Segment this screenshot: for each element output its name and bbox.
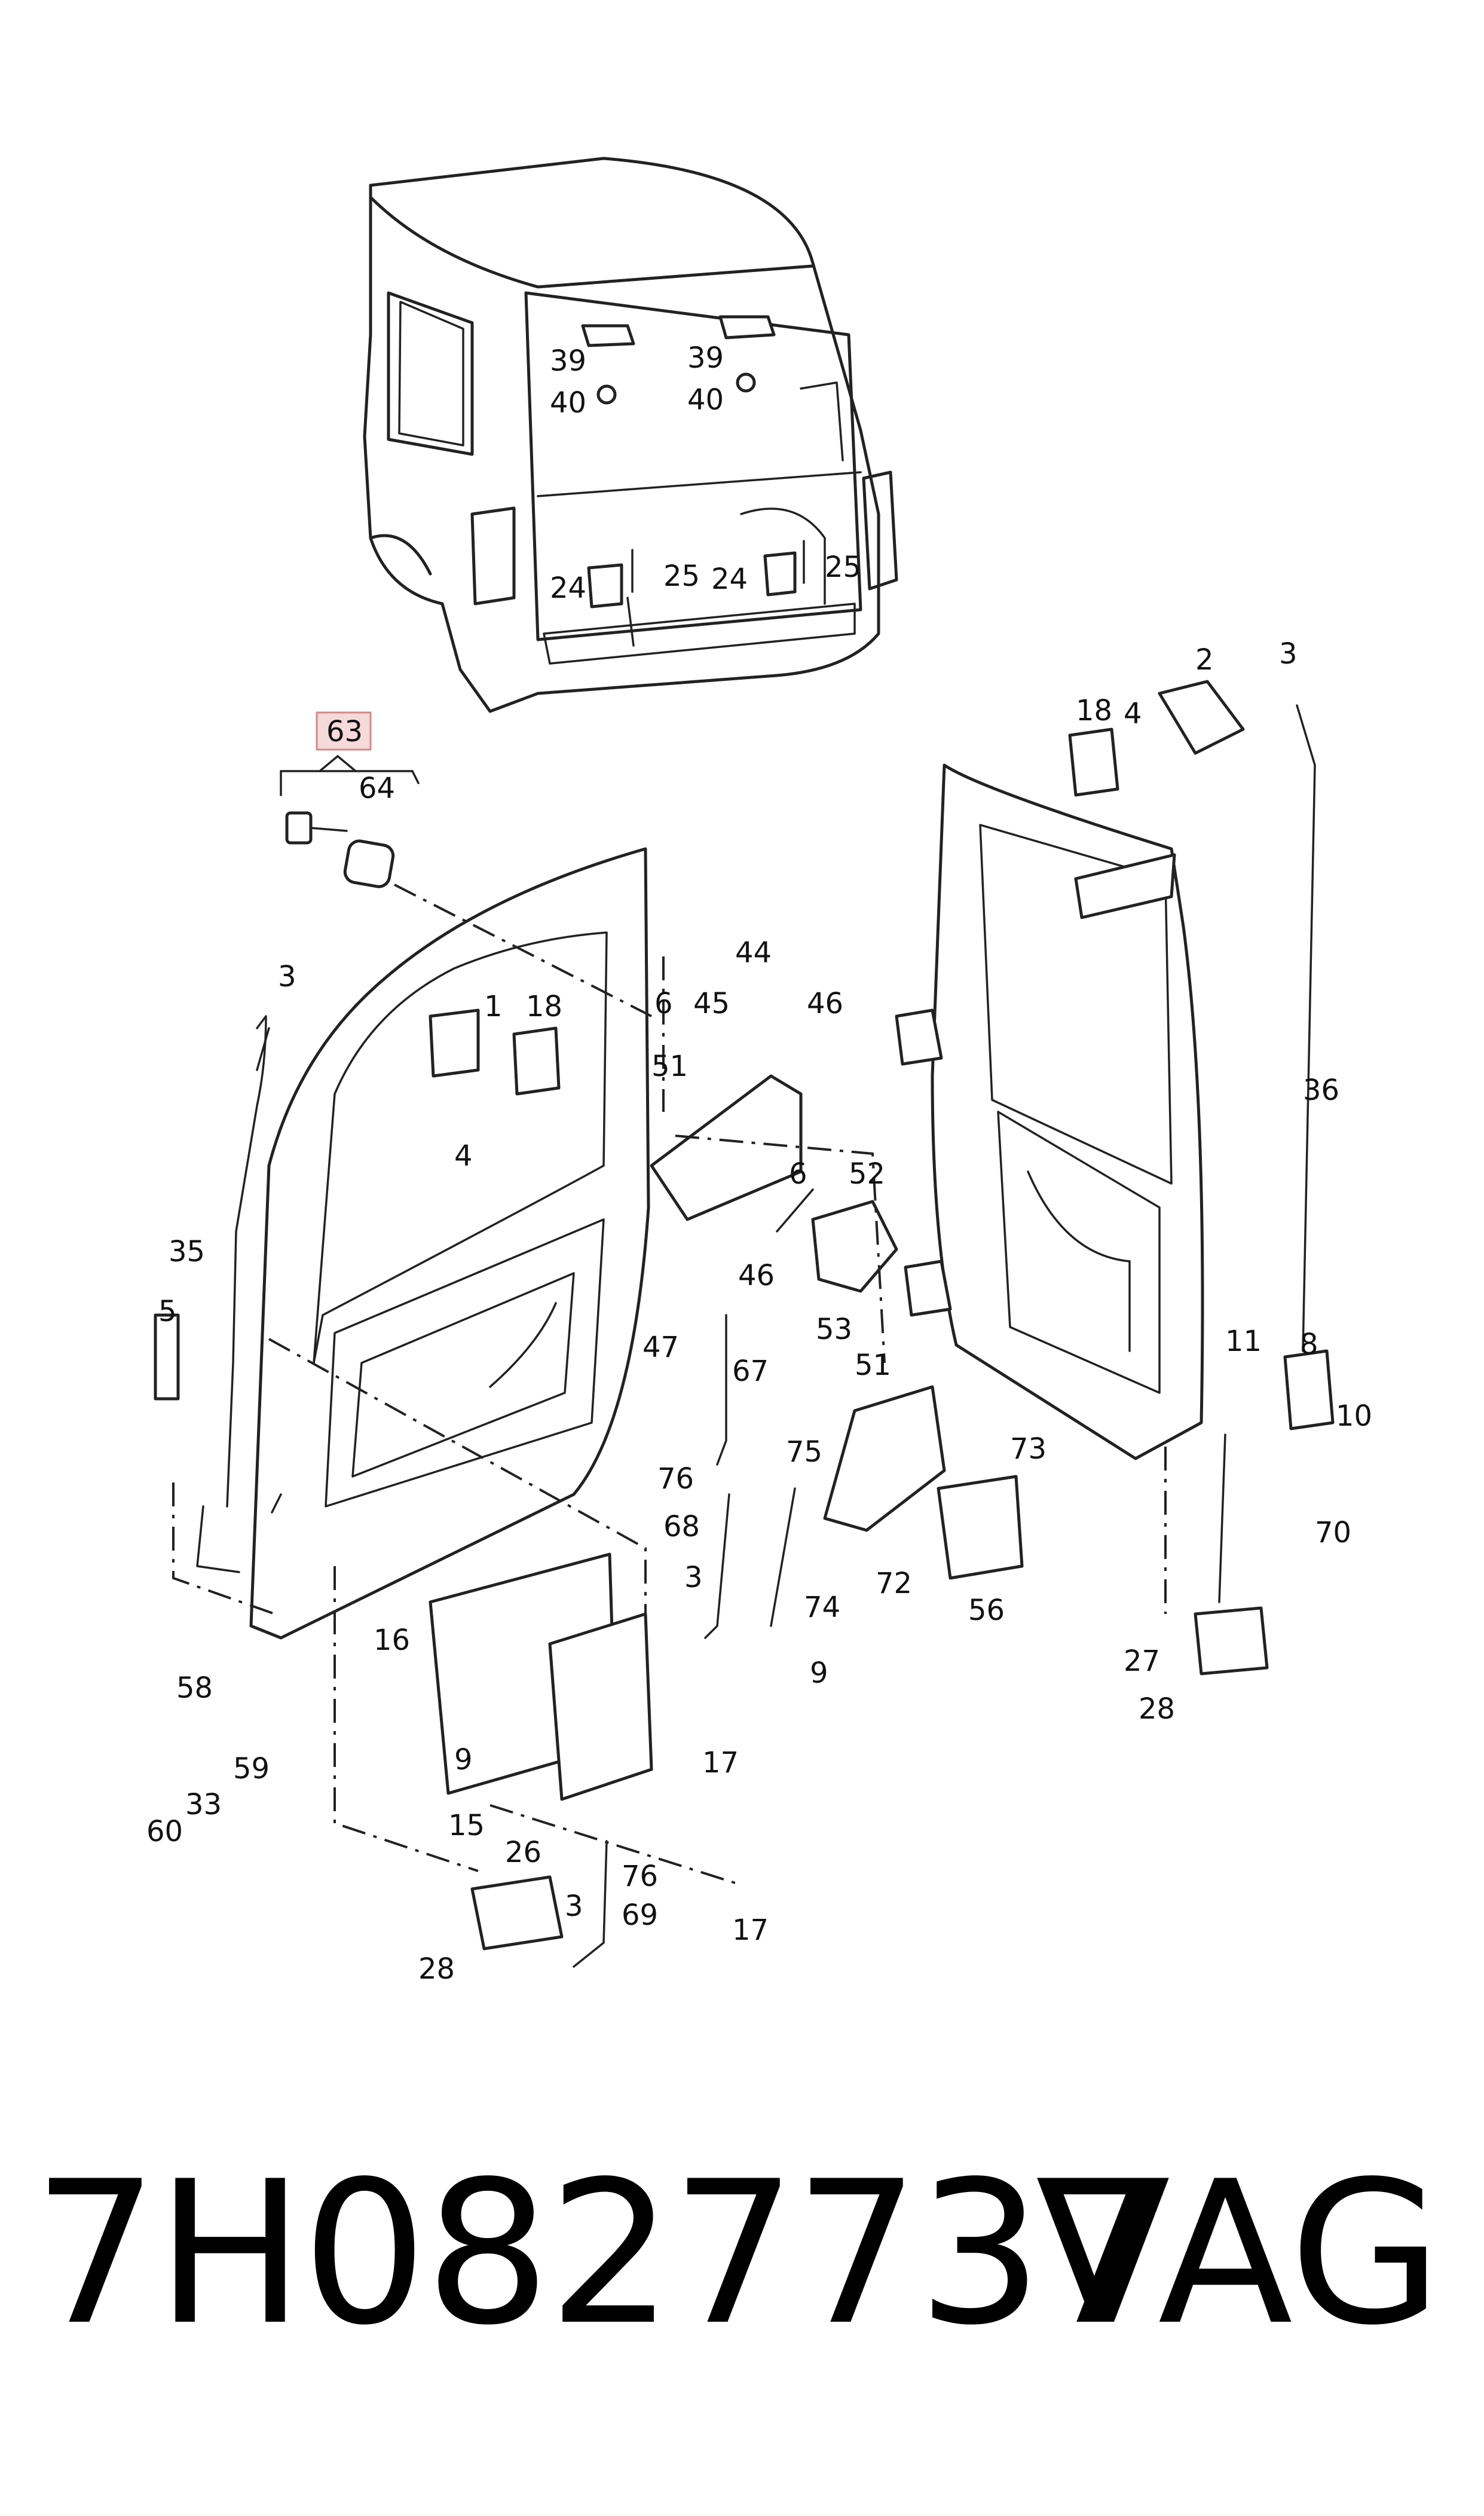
callout-17b: 17	[732, 1913, 769, 1947]
callout-53: 53	[816, 1313, 852, 1346]
callout-18-right: 18	[1076, 694, 1112, 727]
callout-6a: 6	[654, 987, 673, 1020]
callout-26: 26	[505, 1836, 541, 1869]
callout-9-right: 9	[810, 1656, 828, 1690]
callout-18-left: 18	[526, 990, 562, 1023]
callout-63-highlight	[316, 711, 372, 751]
part-number: 7H0827737	[33, 2139, 1166, 2368]
callout-39a: 39	[550, 344, 586, 378]
callout-25b: 25	[825, 551, 861, 584]
callout-72: 72	[876, 1567, 912, 1600]
callout-33: 33	[185, 1788, 222, 1821]
callout-51b: 51	[855, 1349, 891, 1382]
callout-39b: 39	[687, 341, 724, 375]
callout-75: 75	[786, 1435, 822, 1469]
callout-64: 64	[359, 772, 395, 805]
callout-25a: 25	[663, 560, 700, 593]
callout-10: 10	[1336, 1399, 1372, 1433]
callout-58: 58	[176, 1671, 213, 1705]
assembly-leader-lines	[172, 883, 1167, 1884]
callout-3-left: 3	[278, 960, 296, 993]
callout-11: 11	[1225, 1325, 1262, 1358]
van-rear-body	[363, 157, 898, 713]
callout-46b: 46	[738, 1259, 775, 1292]
callout-59: 59	[233, 1752, 270, 1786]
callout-73: 73	[1010, 1432, 1047, 1466]
callout-47: 47	[642, 1331, 679, 1364]
callout-46a: 46	[807, 987, 843, 1020]
callout-16: 16	[374, 1624, 410, 1657]
lock-mechanism-parts	[256, 680, 1335, 1968]
callout-74: 74	[804, 1591, 840, 1624]
part-footer: 7H0827737 VAG	[0, 2146, 1484, 2361]
callout-6b: 6	[789, 1157, 807, 1191]
callout-70: 70	[1315, 1516, 1351, 1549]
callout-51a: 51	[651, 1050, 688, 1083]
callout-2: 2	[1195, 643, 1214, 677]
callout-76a: 76	[657, 1462, 694, 1496]
callout-3-mid: 3	[684, 1561, 703, 1594]
brand-name: VAG	[1035, 2139, 1442, 2368]
callout-52: 52	[849, 1157, 885, 1191]
callout-27: 27	[1124, 1644, 1160, 1678]
callout-5: 5	[158, 1295, 177, 1328]
callout-56: 56	[968, 1594, 1005, 1627]
callout-1: 1	[484, 990, 503, 1023]
right-rear-door	[895, 763, 1204, 1460]
callout-35: 35	[169, 1235, 205, 1268]
left-rear-door	[154, 847, 650, 1640]
callout-4-right: 4	[1124, 697, 1142, 730]
callout-15: 15	[448, 1809, 485, 1842]
callout-44: 44	[735, 936, 772, 970]
callout-4-left: 4	[454, 1139, 473, 1173]
callout-24b: 24	[711, 562, 748, 596]
callout-3-top: 3	[1279, 637, 1298, 671]
callout-28-left: 28	[418, 1952, 455, 1986]
callout-labels: 39 40 39 40 24 25 24 25 63 64 2 3 18 4 3…	[146, 341, 1372, 1986]
callout-28-right: 28	[1139, 1692, 1175, 1726]
callout-45: 45	[693, 987, 730, 1020]
callout-69: 69	[622, 1899, 658, 1932]
callout-67: 67	[732, 1355, 769, 1388]
callout-17a: 17	[702, 1746, 739, 1780]
callout-76b: 76	[622, 1860, 658, 1893]
callout-68: 68	[663, 1510, 700, 1543]
callout-9-left: 9	[454, 1743, 473, 1777]
callout-40a: 40	[550, 386, 586, 420]
callout-63: 63	[326, 715, 363, 748]
callout-24a: 24	[550, 571, 586, 605]
callout-60: 60	[146, 1815, 183, 1848]
callout-36: 36	[1303, 1074, 1339, 1107]
callout-3-bottom: 3	[565, 1890, 583, 1923]
lock-cylinder-assembly	[280, 755, 420, 888]
callout-40b: 40	[687, 383, 724, 417]
callout-8: 8	[1300, 1328, 1318, 1361]
